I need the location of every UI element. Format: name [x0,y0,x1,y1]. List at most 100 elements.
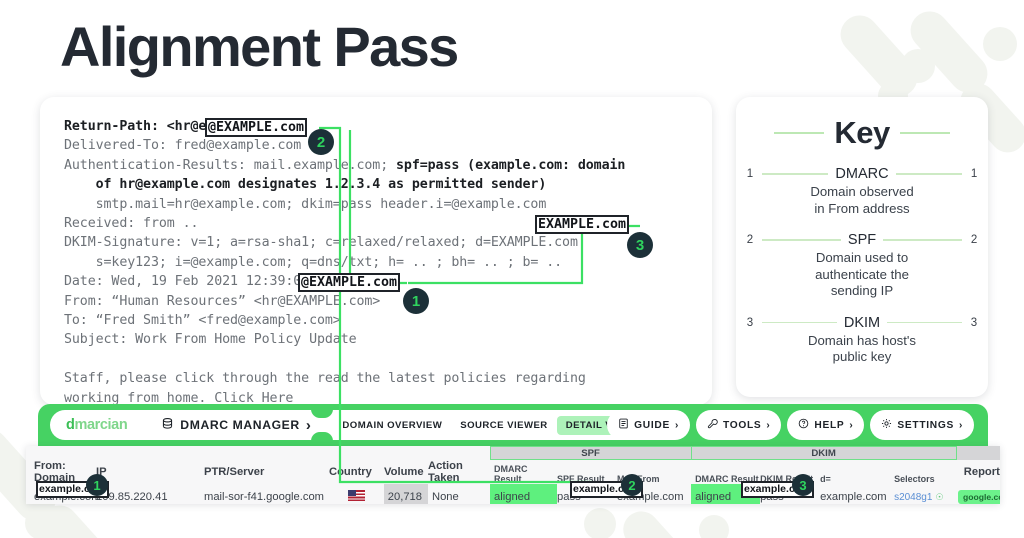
key-entry-spf: 2 SPF 2 Domain used to authenticate the … [736,232,988,300]
col-spf-dmarc-result[interactable]: DMARC Result [494,463,528,484]
cell-action-taken: None [432,491,459,503]
nav-section-dmarc-manager[interactable]: DMARC MANAGER › [161,417,311,434]
gear-icon [881,418,892,432]
chevron-right-icon: › [766,419,771,431]
tab-domain-overview[interactable]: DOMAIN OVERVIEW [342,419,443,431]
nav-button-label: GUIDE [634,419,670,431]
email-header-line: working from home. Click Here [64,390,294,406]
email-header-line: Received: from .. [64,216,199,232]
key-entry-label: SPF [847,232,877,248]
table-group-header-row: SPF DKIM [26,446,1000,460]
nav-button-label: HELP [814,419,845,431]
key-title-rule-left [774,132,825,134]
report-table: SPF DKIM From: Domain IP PTR/Server Coun… [26,446,1000,504]
key-entry-description: Domain observed in From address [810,184,914,216]
key-entry-number-right: 2 [970,234,978,246]
cell-ip: 209.85.220.41 [96,491,168,503]
key-entry-line-left [762,321,837,324]
callout-badge-1-email: 1 [403,288,429,314]
group-header-blank [26,447,490,460]
col-dkim-dmarc-result[interactable]: DMARC Result [695,473,759,484]
email-header-line: s=key123; i=@example.com; q=dns/txt; h= … [64,254,563,270]
key-entry-line-left [762,173,829,175]
document-icon [618,418,629,432]
key-entry-dmarc: 1 DMARC 1 Domain observed in From addres… [736,166,988,217]
callout-badge-3-email: 3 [627,232,653,258]
key-entry-number-left: 2 [746,234,754,246]
chevron-right-icon: › [674,419,679,431]
col-dkim-result[interactable]: DKIM Result [760,473,814,484]
cell-country [329,484,384,505]
us-flag-icon [348,490,365,501]
table-callout-badge-3: 3 [792,474,814,496]
email-header-line: Delivered-To: fred@example.com [64,138,302,154]
cell-selectors: s2048g1 ☉ [894,484,956,505]
col-from-domain[interactable]: From: Domain [34,459,76,484]
col-spf-result[interactable]: SPF Result [557,473,605,484]
cell-spf-dmarc-value: aligned [490,483,558,504]
key-title: Key [834,115,890,150]
cell-volume: 20,718 [384,483,428,504]
group-header-dkim: DKIM [690,446,957,460]
nav-button-settings[interactable]: SETTINGS › [870,410,974,440]
key-title-row: Key [736,115,988,151]
cell-reporter: google.com [956,484,1000,504]
cell-volume-value: 20,718 [384,483,428,504]
key-entry-label: DKIM [843,314,881,331]
dmarcian-app-bar: ddmarcianmarcian DMARC MANAGER › DOMAIN … [38,404,988,446]
table-column-header-row: From: Domain IP PTR/Server Country Volum… [26,460,1000,484]
key-entry-number-right: 1 [970,168,978,180]
email-header-line: Staff, please click through the read the… [64,371,586,387]
chevron-right-icon: › [958,419,963,431]
email-header-line: Return-Path: <hr@example.com> [64,119,294,134]
highlight-box-return-path: @EXAMPLE.com [205,118,308,137]
chevron-right-icon: › [849,419,854,431]
cell-spf-dmarc-result: aligned [490,483,558,504]
page-title: Alignment Pass [60,15,459,78]
nav-button-help[interactable]: HELP › [787,410,865,440]
group-header-spf: SPF [489,446,692,460]
nav-button-label: SETTINGS [897,419,954,431]
check-circle-icon: ☉ [935,492,944,502]
nav-section-label: DMARC MANAGER [180,418,300,432]
table-callout-badge-1: 1 [86,474,108,496]
key-entry-line-right [887,321,962,324]
email-header-line: From: “Human Resources” <hr@EXAMPLE.com> [64,293,381,309]
col-reporter[interactable]: Reporter [963,465,1000,478]
key-entry-dkim: 3 DKIM 3 Domain has host's public key [736,315,988,366]
email-header-line: smtp.mail=hr@example.com; dkim=pass head… [64,196,547,212]
email-header-line: Authentication-Results: mail.example.com… [64,157,626,173]
col-selectors[interactable]: Selectors [894,473,935,484]
nav-button-label: TOOLS [722,419,762,431]
key-entry-line-right [895,173,963,175]
col-d-equals[interactable]: d= [820,473,831,484]
highlight-box-dkim-d: EXAMPLE.com [535,215,630,234]
col-ptr[interactable]: PTR/Server [204,465,265,478]
tab-source-viewer[interactable]: SOURCE VIEWER [460,419,548,431]
col-country[interactable]: Country [329,465,372,478]
email-header-line: Subject: Work From Home Policy Update [64,332,357,348]
key-legend-card: Key 1 DMARC 1 Domain observed in From ad… [736,97,988,397]
col-volume[interactable]: Volume [384,465,424,478]
nav-button-guide[interactable]: GUIDE › [607,410,690,440]
col-action-taken[interactable]: Action Taken [428,459,463,484]
key-entry-number-left: 3 [746,316,754,329]
key-entry-line-left [762,239,841,241]
email-header-line: of hr@example.com designates 1.2.3.4 as … [64,177,547,193]
cell-ptr: mail-sor-f41.google.com [204,491,325,503]
key-entry-description: Domain has host's public key [807,332,917,365]
secondary-nav-group: GUIDE › TOOLS › HELP › SETTINGS › [607,410,974,440]
table-row[interactable]: example.com 209.85.220.41 mail-sor-f41.g… [26,483,1000,505]
nav-button-tools[interactable]: TOOLS › [695,410,782,440]
reporter-chip: google.com [957,490,1000,504]
key-entry-label: DMARC [835,166,889,182]
wrench-icon [707,418,718,432]
cell-selectors-value[interactable]: s2048g1 [894,492,933,503]
col-ip[interactable]: IP [96,465,107,478]
email-header-line [64,350,625,369]
detail-viewer-table: SPF DKIM From: Domain IP PTR/Server Coun… [26,446,1000,504]
group-header-reporter-blank [955,446,1000,460]
email-headers-card: Return-Path: <hr@example.com> Delivered-T… [40,97,712,406]
key-entry-line-right [883,239,963,241]
dmarcian-logo[interactable]: ddmarcianmarcian [66,417,128,433]
